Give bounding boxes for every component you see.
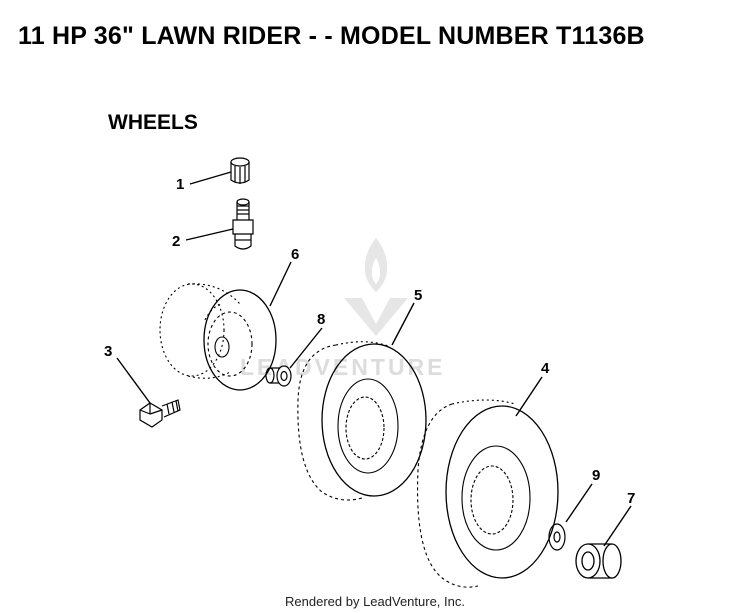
watermark: LEADVENTURE <box>240 238 443 380</box>
watermark-v-icon <box>344 298 408 336</box>
callout-label-5: 5 <box>414 287 422 304</box>
grease-fitting-part[interactable] <box>139 399 181 428</box>
leader-line-7 <box>603 505 632 547</box>
leader-line-8 <box>289 327 323 369</box>
washer-part[interactable] <box>548 523 566 551</box>
hub-cap-part[interactable] <box>575 543 622 579</box>
callout-label-7: 7 <box>627 490 635 507</box>
page-title: 11 HP 36" LAWN RIDER - - MODEL NUMBER T1… <box>18 22 645 50</box>
callout-label-6: 6 <box>291 246 299 263</box>
callout-label-4: 4 <box>541 360 550 377</box>
leader-line-4 <box>515 376 543 417</box>
valve-cap-part[interactable] <box>230 157 250 184</box>
callout-label-2: 2 <box>172 233 180 250</box>
section-title: WHEELS <box>108 111 198 134</box>
callout-label-9: 9 <box>592 467 600 484</box>
callout-label-3: 3 <box>104 343 112 360</box>
valve-stem-part[interactable] <box>232 198 254 250</box>
tire-inner-part[interactable] <box>297 341 427 501</box>
leader-line-1 <box>189 171 232 185</box>
leader-line-3 <box>116 357 151 404</box>
tire-outer-part[interactable] <box>417 399 559 588</box>
leader-line-5 <box>391 302 415 346</box>
leader-line-6 <box>269 261 292 307</box>
callout-label-1: 1 <box>176 176 184 193</box>
leader-line-2 <box>185 228 234 241</box>
watermark-flame-icon <box>364 238 388 292</box>
leader-line-9 <box>565 483 593 523</box>
bushing-part[interactable] <box>265 365 292 387</box>
callout-label-8: 8 <box>317 311 325 328</box>
footer-credit: Rendered by LeadVenture, Inc. <box>285 594 465 609</box>
rim-part[interactable] <box>159 283 277 391</box>
